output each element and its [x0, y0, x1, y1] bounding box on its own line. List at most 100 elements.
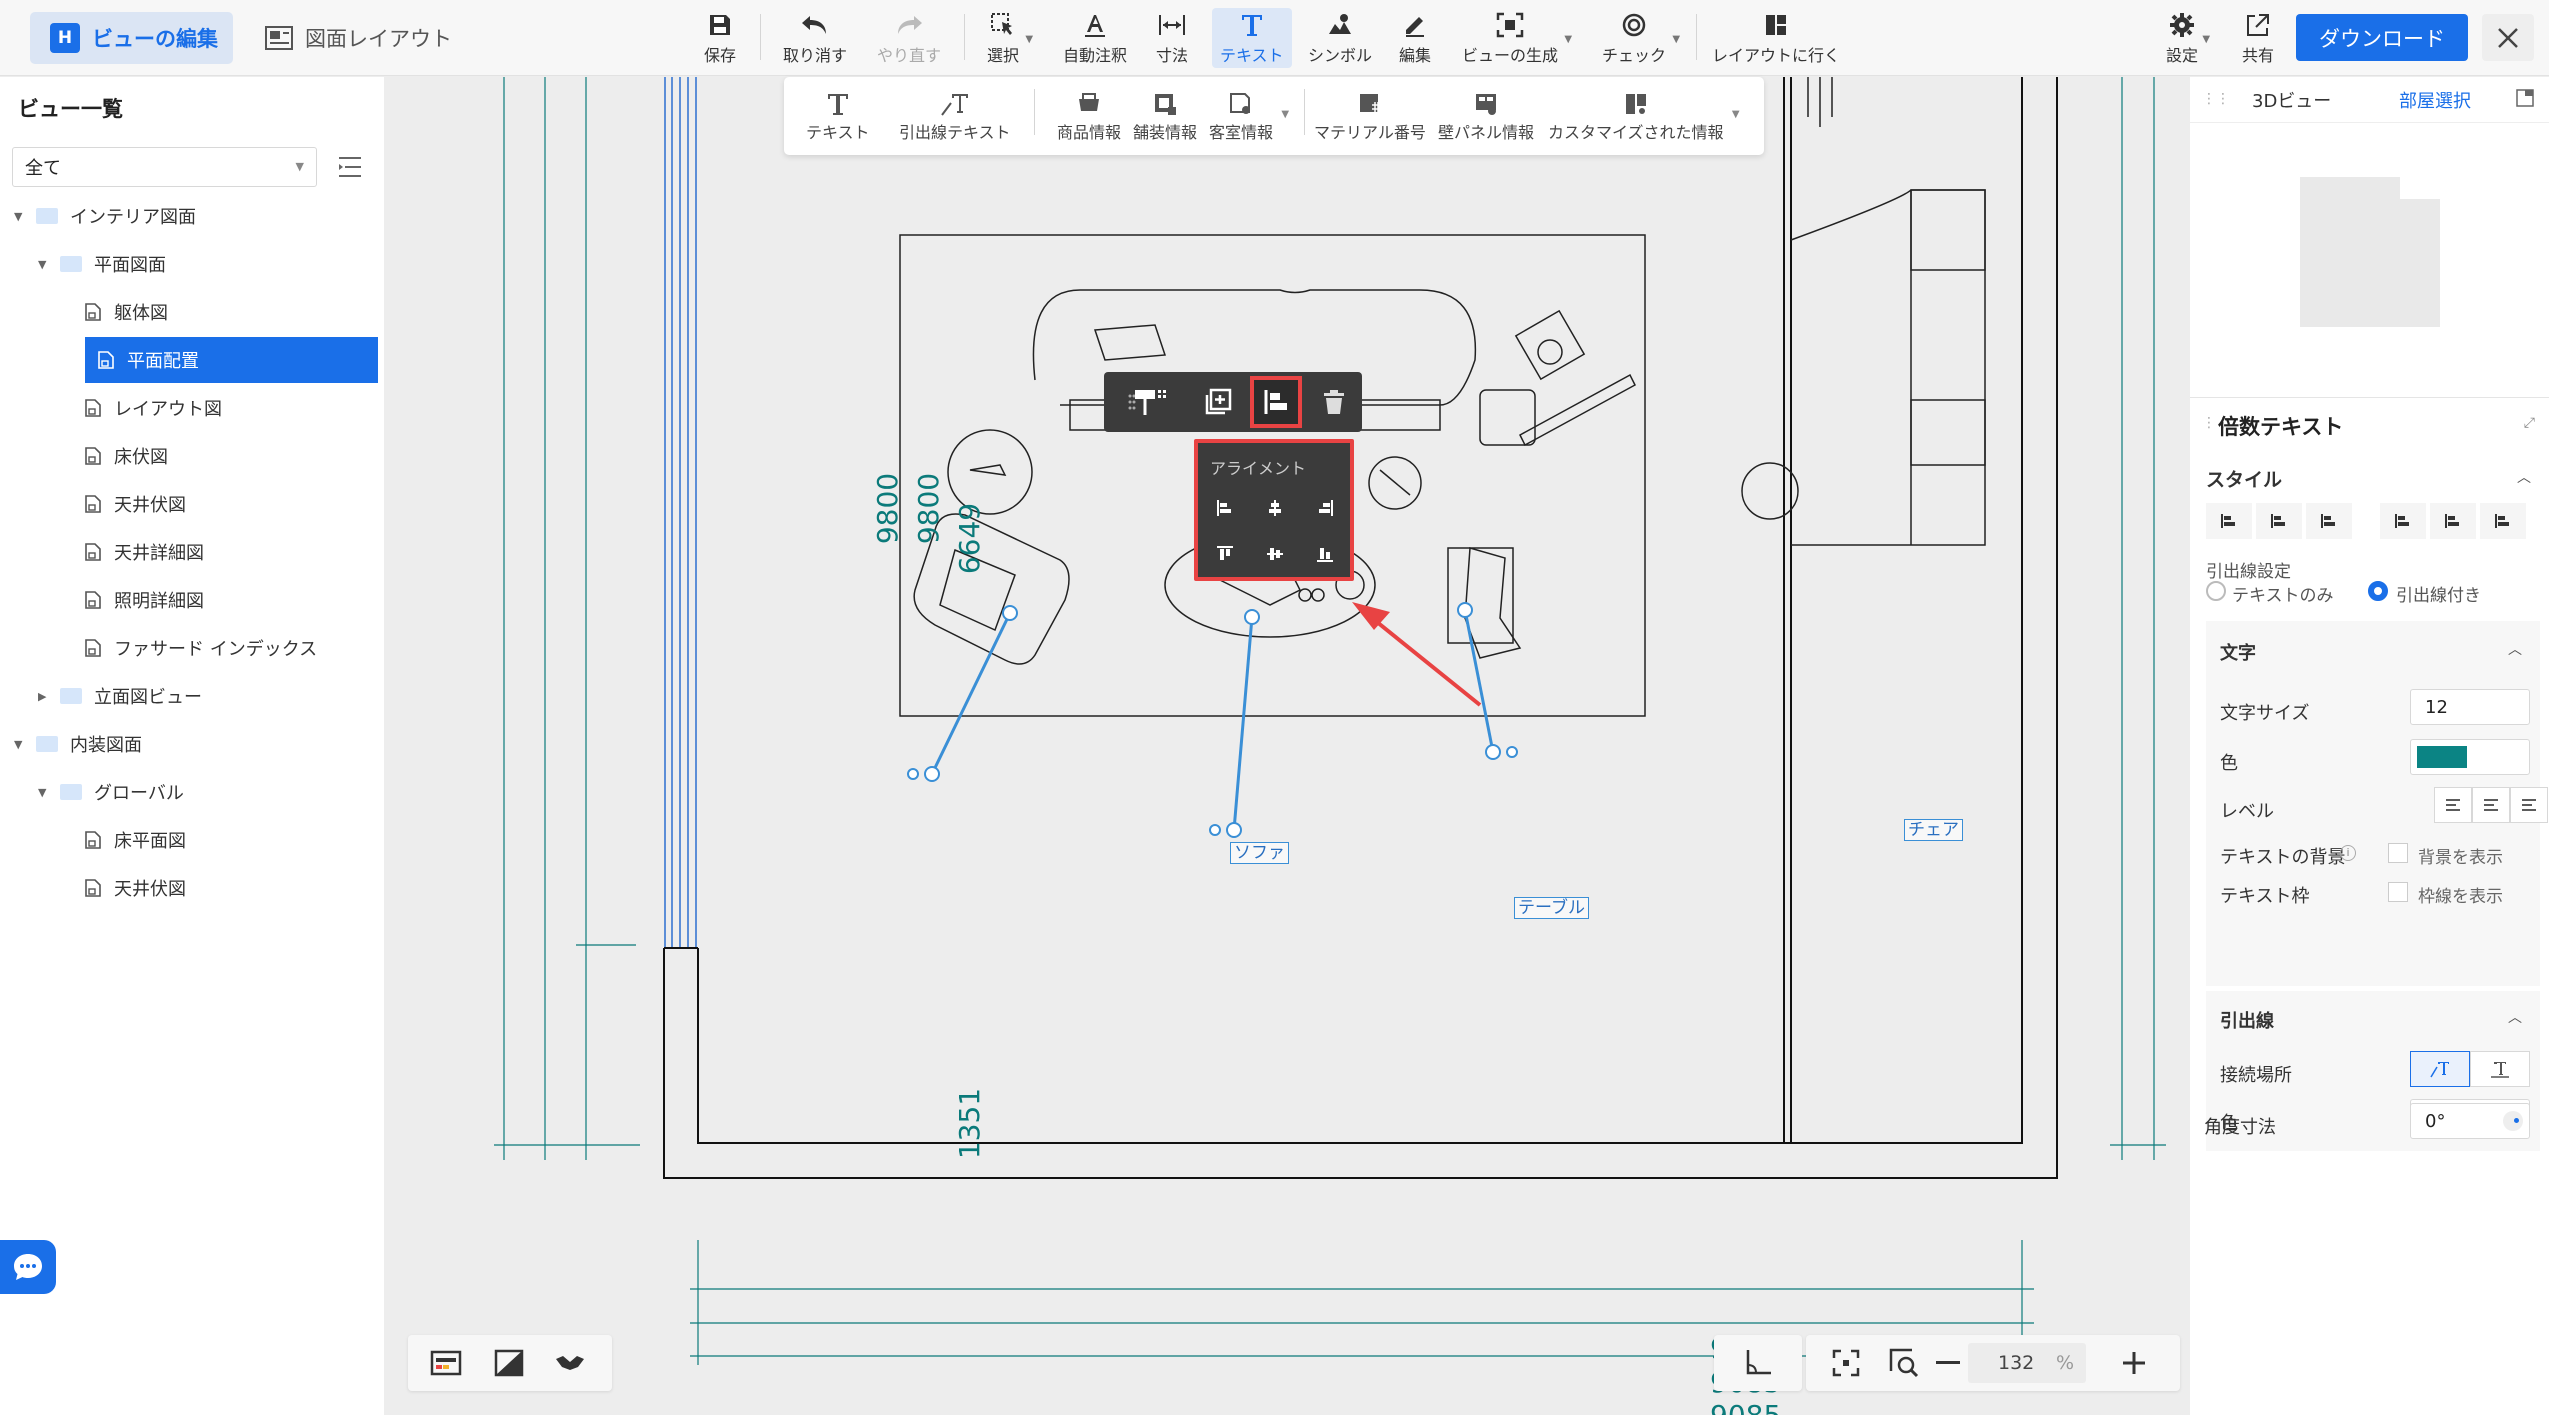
- tree-view-item[interactable]: 床伏図: [62, 433, 168, 479]
- tree-view-item[interactable]: 天井詳細図: [62, 529, 204, 575]
- radio-text-only[interactable]: [2206, 581, 2226, 601]
- tree-view-item[interactable]: 床平面図: [62, 817, 186, 863]
- view-filter-select[interactable]: 全て ▼: [12, 147, 317, 187]
- redo-button[interactable]: やり直す: [877, 8, 941, 68]
- zoom-out-button[interactable]: [1936, 1361, 1960, 1364]
- download-button[interactable]: ダウンロード: [2296, 14, 2468, 61]
- popout-icon[interactable]: [2516, 89, 2534, 111]
- expand-icon[interactable]: ⤢: [2523, 415, 2535, 431]
- align-top-button[interactable]: [1210, 539, 1240, 569]
- chevron-up-icon[interactable]: ︿: [2508, 642, 2522, 658]
- zoom-percent-input[interactable]: 132 %: [1968, 1343, 2086, 1383]
- handshake-button[interactable]: [554, 1349, 586, 1381]
- align-top-button[interactable]: [2380, 503, 2426, 539]
- dimension-button[interactable]: 寸法: [1156, 8, 1188, 68]
- align-right-button[interactable]: [2306, 503, 2352, 539]
- text-color-picker[interactable]: [2410, 739, 2530, 775]
- tree-folder-item[interactable]: ▶立面図ビュー: [38, 673, 202, 719]
- leader-label-table[interactable]: テーブル: [1514, 897, 1589, 919]
- alignment-button[interactable]: [1250, 376, 1302, 428]
- angle-dimension-input[interactable]: 0°: [2410, 1103, 2530, 1139]
- text-align-center-button[interactable]: [2472, 787, 2510, 823]
- align-middle-v-button[interactable]: [1260, 539, 1290, 569]
- align-center-button[interactable]: [2256, 503, 2302, 539]
- settings-button[interactable]: 設定 ▼: [2166, 8, 2210, 68]
- align-middle-button[interactable]: [2430, 503, 2476, 539]
- format-painter-button[interactable]: [1128, 380, 1172, 424]
- align-bottom-button[interactable]: [2480, 503, 2526, 539]
- chevron-down-icon[interactable]: ▼: [14, 209, 23, 223]
- tree-folder-item[interactable]: ▼内装図面: [14, 721, 142, 767]
- show-frame-checkbox[interactable]: [2388, 882, 2408, 902]
- tree-view-item[interactable]: 天井伏図: [62, 865, 186, 911]
- auto-annotation-button[interactable]: 自動注釈: [1063, 8, 1127, 68]
- chevron-down-icon[interactable]: ▼: [38, 785, 47, 799]
- text-align-left-button[interactable]: [2434, 787, 2472, 823]
- tree-folder-item[interactable]: ▼グローバル: [38, 769, 184, 815]
- custom-info-button[interactable]: カスタマイズされた情報 ▼: [1548, 89, 1740, 143]
- axis-toggle-button[interactable]: [1742, 1347, 1774, 1383]
- tab-drawing-layout[interactable]: 図面レイアウト: [265, 12, 452, 64]
- layer-toggle-button[interactable]: [430, 1349, 462, 1381]
- chevron-right-icon[interactable]: ▶: [38, 689, 47, 703]
- leader-label-sofa[interactable]: ソファ: [1230, 842, 1289, 864]
- dimension-text[interactable]: 9800: [871, 472, 905, 545]
- font-size-input[interactable]: 12: [2410, 689, 2530, 725]
- align-center-h-button[interactable]: [1260, 493, 1290, 523]
- align-right-button[interactable]: [1310, 493, 1340, 523]
- align-left-button[interactable]: [1210, 493, 1240, 523]
- drag-handle[interactable]: [1110, 380, 1154, 424]
- chevron-up-icon[interactable]: ︿: [2517, 470, 2531, 486]
- dimension-text[interactable]: 1351: [953, 1087, 987, 1160]
- fit-view-button[interactable]: [1832, 1349, 1860, 1381]
- text-align-right-button[interactable]: [2510, 787, 2548, 823]
- select-tool-button[interactable]: 選択 ▼: [987, 8, 1033, 68]
- radio-with-leader[interactable]: [2368, 581, 2388, 601]
- zoom-in-button[interactable]: [2122, 1351, 2146, 1379]
- edit-button[interactable]: 編集: [1399, 8, 1431, 68]
- leader-label-chair[interactable]: チェア: [1904, 819, 1963, 841]
- chevron-down-icon[interactable]: ▼: [14, 737, 23, 751]
- tree-folder-item[interactable]: ▼インテリア図面: [14, 193, 196, 239]
- chevron-up-icon[interactable]: ︿: [2508, 1010, 2522, 1026]
- show-bg-checkbox[interactable]: [2388, 843, 2408, 863]
- chat-support-button[interactable]: [0, 1240, 56, 1294]
- delete-button[interactable]: [1312, 380, 1356, 424]
- add-text-button[interactable]: テキスト: [806, 89, 870, 143]
- wall-panel-info-button[interactable]: 壁パネル情報: [1438, 89, 1534, 143]
- drawing-canvas[interactable]: 9800 9800 6649 1351 9800 9800 9085 9085 …: [384, 77, 2549, 1415]
- material-number-button[interactable]: マテリアル番号: [1314, 89, 1426, 143]
- tree-view-item[interactable]: 平面配置: [85, 337, 378, 383]
- paving-info-button[interactable]: 舗装情報: [1133, 89, 1197, 143]
- save-button[interactable]: 保存: [704, 8, 736, 68]
- product-info-button[interactable]: 商品情報: [1057, 89, 1121, 143]
- tab-view-edit[interactable]: H ビューの編集: [30, 12, 233, 64]
- text-tool-button[interactable]: テキスト: [1212, 8, 1292, 68]
- dimension-text[interactable]: 9085: [1710, 1399, 1781, 1415]
- view-generation-button[interactable]: ビューの生成 ▼: [1462, 8, 1572, 68]
- check-button[interactable]: チェック ▼: [1602, 8, 1680, 68]
- tree-view-item[interactable]: 躯体図: [62, 289, 168, 335]
- tree-view-item[interactable]: レイアウト図: [62, 385, 222, 431]
- tab-room-select[interactable]: 部屋選択: [2399, 91, 2471, 112]
- room-minimap[interactable]: [2300, 177, 2440, 327]
- close-button[interactable]: [2482, 14, 2534, 61]
- list-options-button[interactable]: [337, 155, 363, 183]
- share-button[interactable]: 共有: [2242, 8, 2274, 68]
- symbol-button[interactable]: シンボル: [1308, 8, 1372, 68]
- align-left-button[interactable]: [2206, 503, 2252, 539]
- connect-bottom-button[interactable]: [2470, 1051, 2530, 1087]
- angle-dial-icon[interactable]: [2503, 1111, 2523, 1131]
- chevron-down-icon[interactable]: ▼: [38, 257, 47, 271]
- tree-view-item[interactable]: ファサード インデックス: [62, 625, 317, 671]
- dimension-text[interactable]: 9800: [912, 472, 946, 545]
- align-bottom-button[interactable]: [1310, 539, 1340, 569]
- tree-view-item[interactable]: 天井伏図: [62, 481, 186, 527]
- dimension-text[interactable]: 6649: [953, 502, 987, 575]
- leader-text-button[interactable]: 引出線テキスト: [899, 89, 1011, 143]
- duplicate-button[interactable]: [1196, 380, 1240, 424]
- connect-top-button[interactable]: [2410, 1051, 2470, 1087]
- zoom-region-button[interactable]: [1888, 1347, 1920, 1383]
- goto-layout-button[interactable]: レイアウトに行く: [1712, 8, 1840, 68]
- tree-folder-item[interactable]: ▼平面図面: [38, 241, 166, 287]
